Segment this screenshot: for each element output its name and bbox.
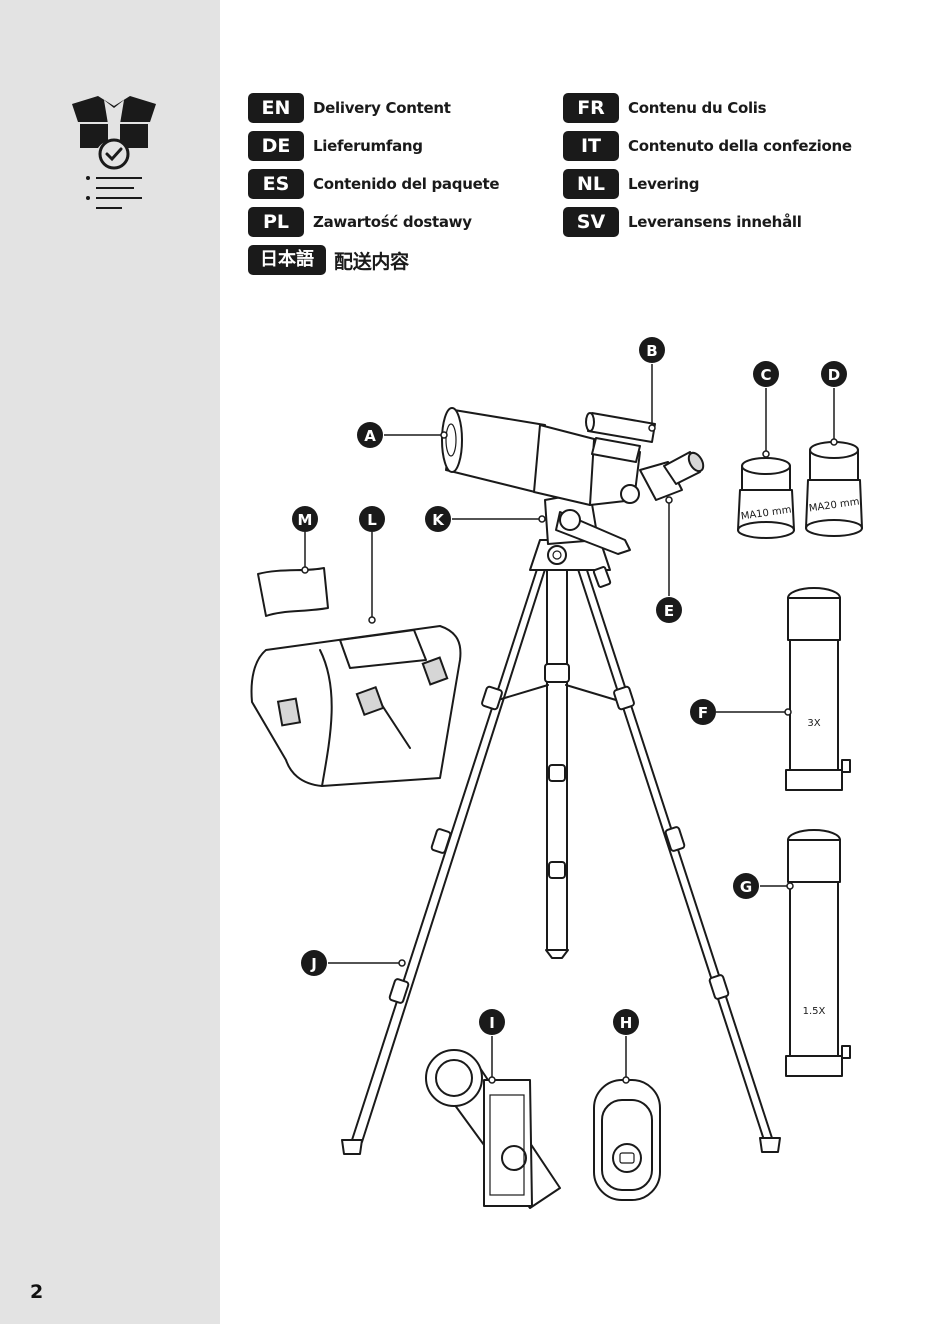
svg-text:I: I — [489, 1014, 495, 1032]
phone-adapter — [426, 1050, 560, 1208]
callout-e: E — [656, 597, 682, 623]
svg-text:L: L — [367, 511, 377, 529]
telescope — [442, 408, 706, 505]
lang-label-it: Contenuto della confezione — [628, 137, 852, 155]
lang-label-de: Lieferumfang — [313, 137, 423, 155]
lang-row-ja: 日本語 配送内容 — [248, 245, 409, 275]
lang-label-en: Delivery Content — [313, 99, 451, 117]
lang-badge-nl: NL — [563, 169, 619, 199]
svg-text:B: B — [646, 342, 657, 360]
callout-c: C — [753, 361, 779, 387]
callout-g: G — [733, 873, 759, 899]
svg-text:K: K — [432, 511, 445, 529]
lang-label-fr: Contenu du Colis — [628, 99, 766, 117]
lang-row-nl: NL Levering — [563, 169, 699, 199]
callout-d: D — [821, 361, 847, 387]
manual-sheet — [258, 568, 328, 616]
svg-text:J: J — [310, 955, 317, 973]
lang-badge-pl: PL — [248, 207, 304, 237]
product-illustration: .ln { fill: none; stroke: #1a1a1a; strok… — [220, 330, 933, 1230]
svg-text:H: H — [620, 1014, 633, 1032]
package-checklist-icon — [68, 94, 160, 214]
sidebar: 2 — [0, 0, 220, 1324]
barlow-f: 3X — [786, 588, 850, 790]
callout-i: I — [479, 1009, 505, 1035]
callout-a: A — [357, 422, 383, 448]
lang-badge-en: EN — [248, 93, 304, 123]
barlow-g-label: 1.5X — [803, 1006, 826, 1017]
lang-label-nl: Levering — [628, 175, 699, 193]
svg-text:F: F — [698, 704, 708, 722]
lang-label-ja: 配送内容 — [334, 247, 409, 274]
lang-row-de: DE Lieferumfang — [248, 131, 423, 161]
barlow-f-label: 3X — [807, 718, 820, 729]
callout-l: L — [359, 506, 385, 532]
lang-badge-ja: 日本語 — [248, 245, 326, 275]
callout-j: J — [301, 950, 327, 976]
lang-badge-es: ES — [248, 169, 304, 199]
barlow-g: 1.5X — [786, 830, 850, 1076]
eyepiece-d: MA20 mm — [806, 442, 862, 536]
eyepiece-c: MA10 mm — [738, 458, 794, 538]
lang-row-es: ES Contenido del paquete — [248, 169, 499, 199]
bluetooth-remote — [594, 1080, 660, 1200]
svg-text:D: D — [828, 366, 840, 384]
svg-text:A: A — [364, 427, 376, 445]
lang-label-pl: Zawartość dostawy — [313, 213, 472, 231]
lang-label-sv: Leveransens innehåll — [628, 213, 802, 231]
lang-badge-sv: SV — [563, 207, 619, 237]
lang-badge-fr: FR — [563, 93, 619, 123]
lang-row-it: IT Contenuto della confezione — [563, 131, 852, 161]
svg-text:M: M — [298, 511, 313, 529]
lang-row-en: EN Delivery Content — [248, 93, 451, 123]
svg-text:C: C — [760, 366, 771, 384]
lang-badge-de: DE — [248, 131, 304, 161]
svg-text:G: G — [740, 878, 752, 896]
callout-h: H — [613, 1009, 639, 1035]
carry-bag — [252, 626, 461, 786]
callout-b: B — [639, 337, 665, 363]
callout-m: M — [292, 506, 318, 532]
lang-row-fr: FR Contenu du Colis — [563, 93, 766, 123]
lang-label-es: Contenido del paquete — [313, 175, 499, 193]
callout-f: F — [690, 699, 716, 725]
lang-row-pl: PL Zawartość dostawy — [248, 207, 472, 237]
lang-row-sv: SV Leveransens innehåll — [563, 207, 802, 237]
svg-text:E: E — [664, 602, 674, 620]
page-number: 2 — [30, 1281, 43, 1303]
lang-badge-it: IT — [563, 131, 619, 161]
callout-k: K — [425, 506, 451, 532]
